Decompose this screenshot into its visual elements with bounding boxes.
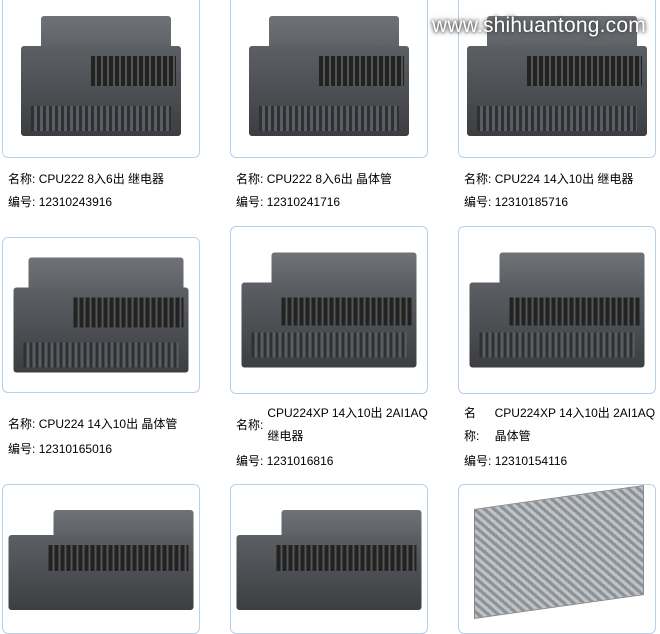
product-image-card[interactable] [230,484,428,634]
watermark: www.shihuantong.com [432,14,646,37]
product-code: 编号: 12310165016 [8,442,113,456]
power-supply-image [474,485,644,619]
plc-image [469,252,645,368]
product-image-card[interactable] [458,0,656,158]
product-name[interactable]: 名称:CPU224XP 14入10出 2AI1AQ 晶体管 [464,406,656,443]
plc-image [249,16,409,136]
plc-image [467,16,647,136]
product-code: 编号: 1231016816 [236,454,334,468]
product-code: 编号: 12310241716 [236,195,341,209]
product-image-card[interactable] [458,484,656,634]
plc-image [8,500,194,610]
product-name[interactable]: 名称:CPU224XP 14入10出 2AI1AQ 继电器 [236,406,428,443]
plc-image [236,500,422,610]
product-image-card[interactable] [2,237,200,393]
product-name[interactable]: 名称: CPU224 14入10出 继电器 [464,172,634,186]
product-image-card[interactable] [230,226,428,394]
product-name[interactable]: 名称: CPU222 8入6出 继电器 [8,172,165,186]
plc-image [21,16,181,136]
product-image-card[interactable] [458,226,656,394]
product-name[interactable]: 名称: CPU224 14入10出 晶体管 [8,417,178,431]
product-name[interactable]: 名称: CPU222 8入6出 晶体管 [236,172,393,186]
product-code: 编号: 12310154116 [464,454,568,468]
product-code: 编号: 12310185716 [464,195,569,209]
product-image-card[interactable] [2,0,200,158]
product-code: 编号: 12310243916 [8,195,113,209]
plc-image [241,252,417,368]
product-image-card[interactable] [230,0,428,158]
product-image-card[interactable] [2,484,200,634]
plc-image [13,257,189,373]
